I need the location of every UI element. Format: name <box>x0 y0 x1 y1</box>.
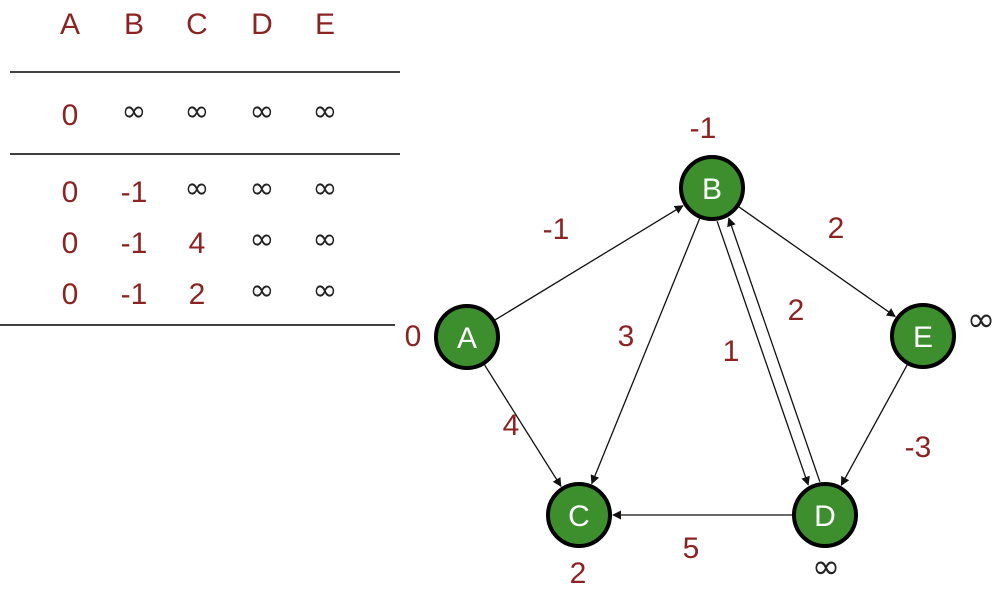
table-cell: 0 <box>62 176 79 209</box>
edge-d-to-b <box>727 217 821 483</box>
node-d: D <box>792 482 858 548</box>
node-label: C <box>568 500 590 533</box>
edge-b-to-d <box>716 220 810 486</box>
table-row: 0 -1 4 ∞ ∞ <box>62 222 338 260</box>
node-label: A <box>457 322 477 355</box>
edge-weight-a-c: 4 <box>503 409 520 442</box>
node-c: C <box>546 482 612 548</box>
table-cell: -1 <box>121 227 148 260</box>
node-a: A <box>434 304 500 370</box>
table-cell: ∞ <box>250 94 275 129</box>
table-row: 0 -1 ∞ ∞ ∞ <box>62 171 338 209</box>
table-cell: ∞ <box>250 273 275 308</box>
table-cell: -1 <box>121 176 148 209</box>
edge-weight-b-e: 2 <box>828 212 845 245</box>
column-header-a: A <box>60 8 80 41</box>
node-circle <box>434 304 500 370</box>
node-distance-e: ∞ <box>967 300 995 340</box>
edge-a-to-b <box>494 205 684 321</box>
edge-a-to-c <box>484 364 562 487</box>
node-circle <box>890 303 956 369</box>
node-e: E <box>890 303 956 369</box>
table-cell: ∞ <box>313 94 338 129</box>
node-circle <box>792 482 858 548</box>
node-distance-a: 0 <box>405 320 422 353</box>
node-distances: 0 -1 2 ∞ ∞ <box>405 112 996 590</box>
distance-table: A B C D E 0 ∞ ∞ ∞ ∞ 0 -1 ∞ ∞ ∞ 0 -1 4 ∞ ∞ 0 -1 2 ∞ ∞ <box>0 8 400 326</box>
edge-b-to-c <box>590 218 701 485</box>
edge-b-to-e <box>738 206 896 318</box>
table-cell: ∞ <box>250 171 275 206</box>
node-label: D <box>814 500 836 533</box>
node-circle <box>679 155 745 221</box>
table-row: 0 -1 2 ∞ ∞ <box>62 273 338 311</box>
graph: -1 4 3 2 2 1 -3 5 A B C D E 0 -1 2 ∞ ∞ <box>405 112 996 590</box>
node-circle <box>546 482 612 548</box>
node-distance-d: ∞ <box>812 547 840 587</box>
table-cell: 0 <box>62 227 79 260</box>
node-label: E <box>913 321 933 354</box>
edge-weight-e-d: -3 <box>905 431 932 464</box>
node-distance-b: -1 <box>690 112 717 145</box>
column-header-d: D <box>251 8 273 41</box>
table-cell: 2 <box>189 278 206 311</box>
table-cell: ∞ <box>122 94 147 129</box>
column-header-c: C <box>186 8 208 41</box>
table-cell: 0 <box>62 99 79 132</box>
table-cell: -1 <box>121 278 148 311</box>
table-iteration-rows: 0 -1 ∞ ∞ ∞ 0 -1 4 ∞ ∞ 0 -1 2 ∞ ∞ <box>62 171 338 311</box>
table-header-row: A B C D E <box>60 8 335 41</box>
table-cell: ∞ <box>185 94 210 129</box>
table-cell: 0 <box>62 278 79 311</box>
column-header-e: E <box>315 8 335 41</box>
edge-weight-d-c: 5 <box>683 532 700 565</box>
edge-weights: -1 4 3 2 2 1 -3 5 <box>503 212 932 565</box>
graph-nodes: A B C D E <box>434 155 956 548</box>
edge-weight-b-c: 3 <box>618 320 635 353</box>
table-row: 0 ∞ ∞ ∞ ∞ <box>62 94 338 132</box>
node-label: B <box>702 173 722 206</box>
edge-weight-d-b: 1 <box>723 335 740 368</box>
table-cell: ∞ <box>313 273 338 308</box>
node-distance-c: 2 <box>570 557 587 590</box>
table-cell: ∞ <box>250 222 275 257</box>
table-cell: ∞ <box>313 222 338 257</box>
edge-e-to-d <box>840 364 908 486</box>
node-b: B <box>679 155 745 221</box>
table-cell: ∞ <box>185 171 210 206</box>
edge-weight-a-b: -1 <box>543 213 570 246</box>
table-cell: 4 <box>189 227 206 260</box>
graph-edges <box>484 205 908 520</box>
column-header-b: B <box>124 8 144 41</box>
table-cell: ∞ <box>313 171 338 206</box>
edge-weight-b-d: 2 <box>788 294 805 327</box>
